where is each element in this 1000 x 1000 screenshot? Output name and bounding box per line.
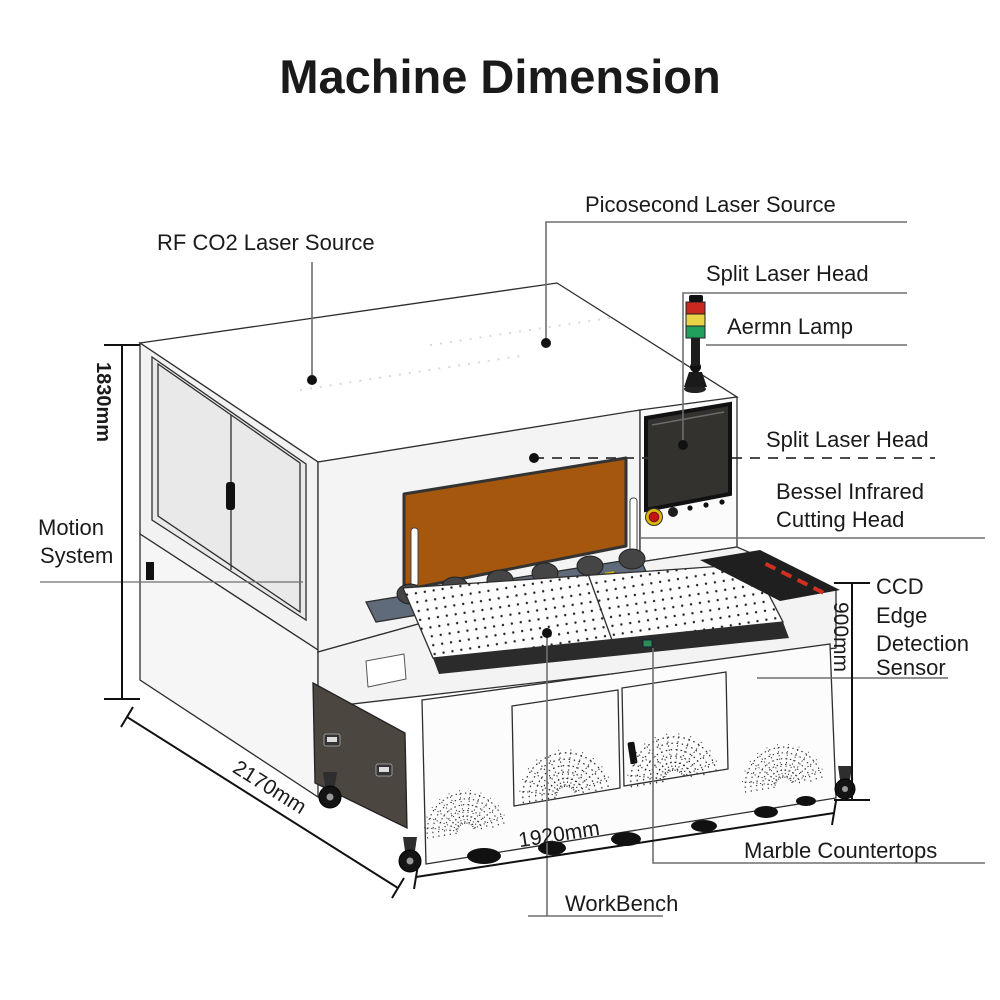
front-door-handle-right [629,497,638,553]
panel-button [719,499,725,505]
height-dimension-1830: 1830mm [92,344,140,700]
workbench-table [402,550,840,674]
drawer-handle [375,763,393,777]
split-laser-head-front-label: Split Laser Head [766,427,929,452]
picosecond-leader-line [545,221,907,343]
lamp-yellow-segment [685,313,706,327]
control-panel-face [639,396,738,563]
split-laser-head-top-leader-line [682,292,907,445]
callout-leaders [40,221,985,917]
hinge [146,562,154,580]
casters-and-feet [318,766,856,873]
left-lower-panel [139,532,319,799]
ccd-sensor-bar [700,550,840,601]
edge-detection-sensor [642,639,653,648]
panel-button [703,502,709,508]
control-screen [644,401,732,513]
callout-labels: Picosecond Laser Source RF CO2 Laser Sou… [38,192,969,916]
door-handle [226,482,235,510]
lamp-red-segment [685,301,706,315]
control-knob [668,507,678,517]
table-front-rail [433,622,789,674]
split-laser-head-top-label: Split Laser Head [706,261,869,286]
front-door-handle-left [410,527,419,587]
caster-wheel [318,772,342,809]
rf-co2-laser-source-label: RF CO2 Laser Source [157,230,375,255]
machine-feet [467,796,816,864]
motion-system-label-line1: Motion [38,515,104,540]
panel-button [687,505,693,511]
bessel-infrared-label-line2: Cutting Head [776,507,904,532]
caster-wheel [398,837,422,873]
ccd-label-line4: Sensor [876,655,946,680]
cabinet-door-left [511,689,621,807]
dimension-bench-height-label: 900mm [829,602,852,672]
marble-leader-line [652,648,985,864]
marble-countertops-label: Marble Countertops [744,838,937,863]
bessel-infrared-label-line1: Bessel Infrared [776,479,924,504]
orange-viewing-window [402,456,628,592]
bench-height-dimension-900: 900mm [829,582,870,801]
picosecond-laser-source-label: Picosecond Laser Source [585,192,836,217]
sensor-bar-leds [764,561,825,595]
ccd-label-line3: Detection [876,631,969,656]
drawer-handle [323,733,341,747]
ccd-label-line1: CCD [876,574,924,599]
machine-drawing [138,282,856,873]
alarm-lamp-label: Aermn Lamp [727,314,853,339]
name-plate [365,653,407,688]
emergency-stop-button [648,511,660,523]
lamp-green-segment [685,325,706,339]
motion-system-label-line2: System [40,543,113,568]
cabinet-door-lock [627,741,638,765]
workbench-label: WorkBench [565,891,678,916]
alarm-lamp-tower [684,295,707,393]
bottom-cabinet [419,643,837,865]
page-title: Machine Dimension [279,50,720,103]
ccd-label-line2: Edge [876,603,927,628]
cabinet-door-right [621,671,729,787]
dimension-height-label: 1830mm [92,362,114,442]
caster-wheel [834,766,856,800]
